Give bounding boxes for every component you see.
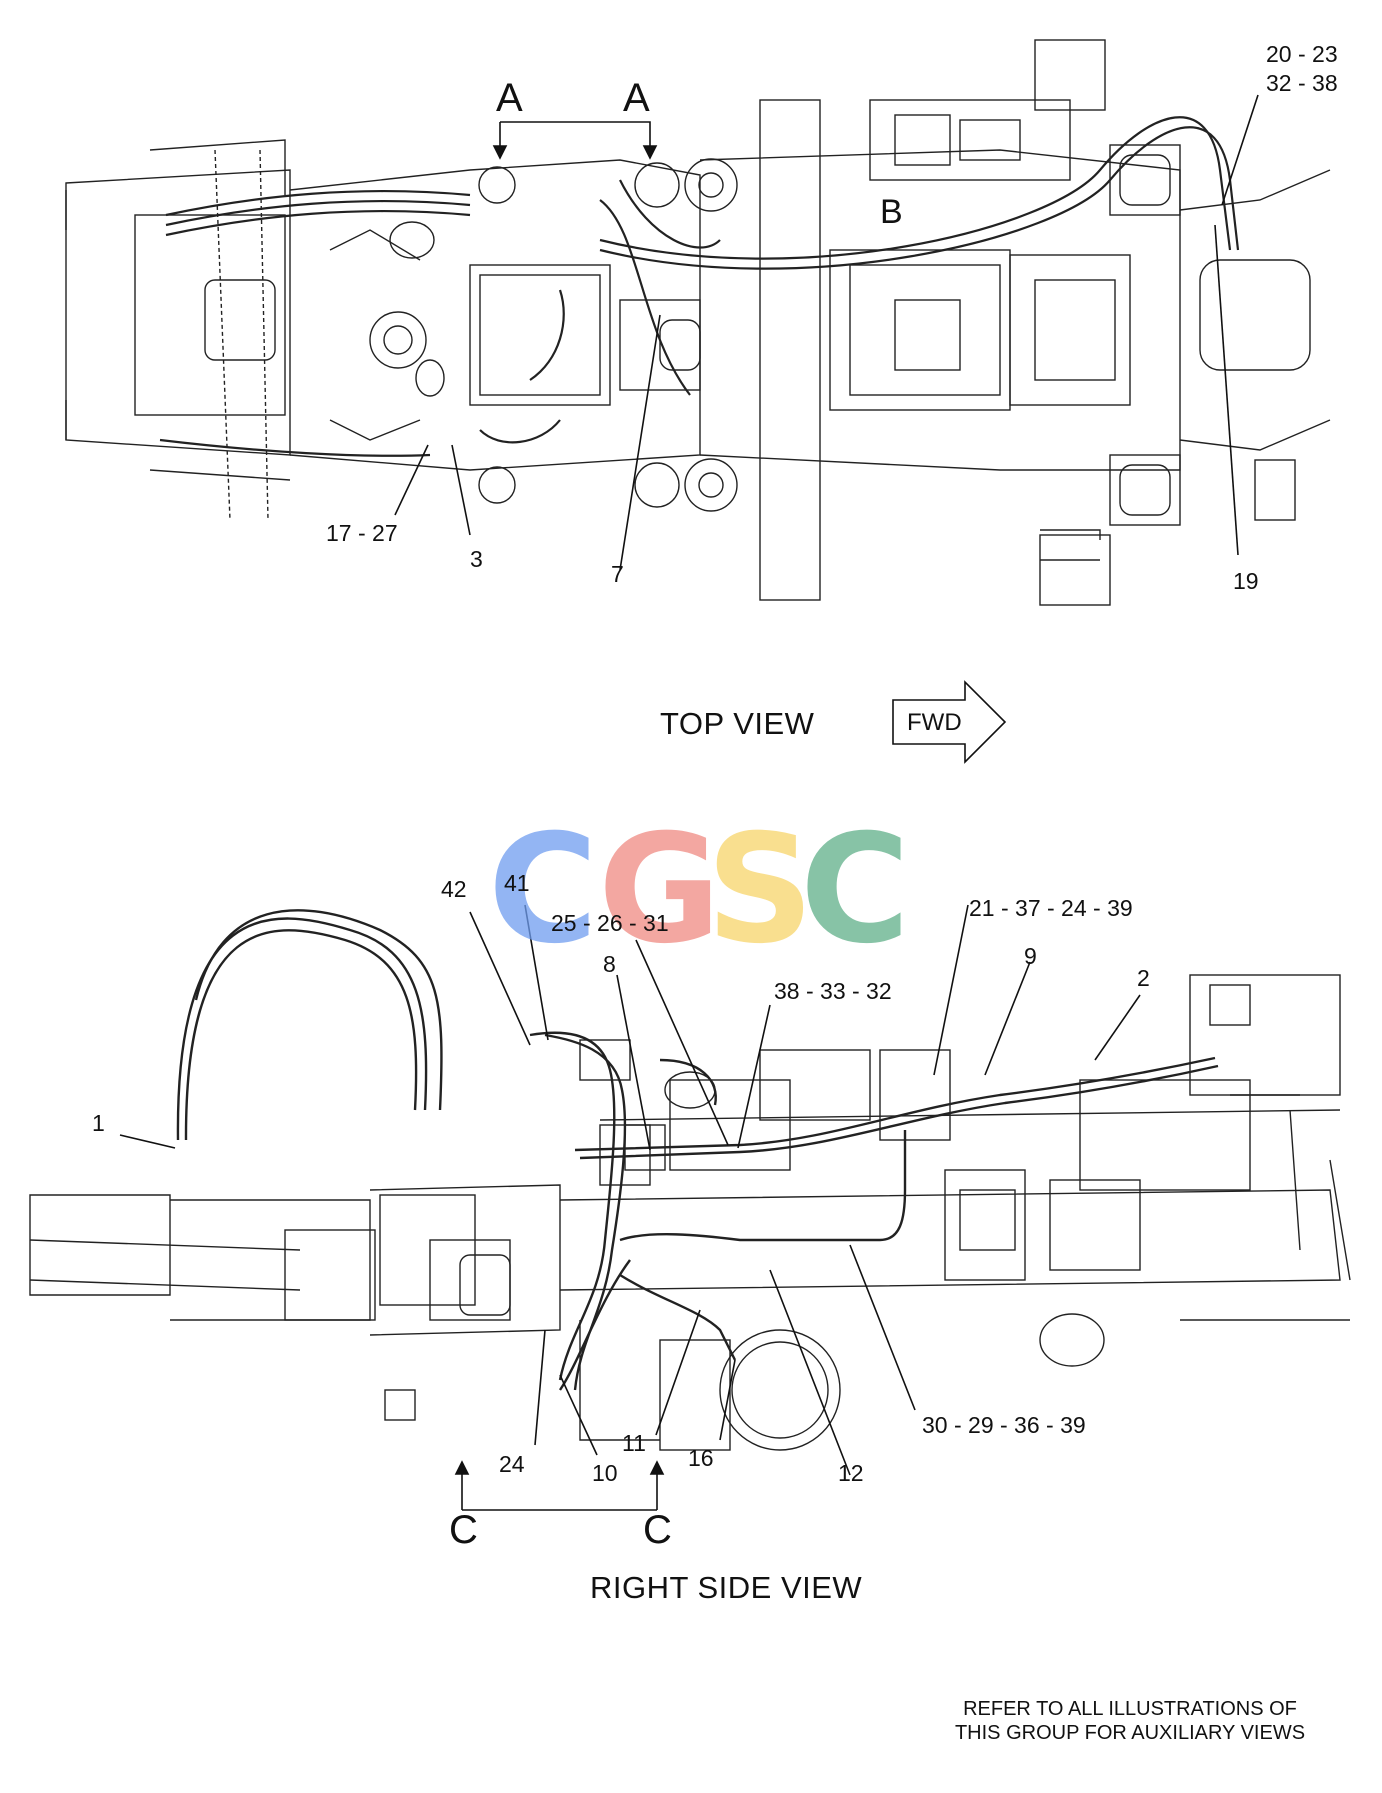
watermark-letter-1: C xyxy=(488,803,599,977)
callout-3: 3 xyxy=(470,546,483,572)
callout-1: 1 xyxy=(92,1110,105,1136)
section-a-left-label: A xyxy=(496,76,523,120)
callout-8: 8 xyxy=(603,951,616,977)
callout-38-33-32: 38 - 33 - 32 xyxy=(774,978,892,1004)
callout-11: 11 xyxy=(622,1430,646,1456)
section-b-label: B xyxy=(880,193,903,231)
watermark-letter-4: C xyxy=(800,803,911,977)
callout-20-23: 20 - 23 xyxy=(1266,41,1338,67)
fwd-label: FWD xyxy=(907,709,962,736)
callout-25-26-31: 25 - 26 - 31 xyxy=(551,910,669,936)
section-a-right-label: A xyxy=(623,76,650,120)
callout-17-27: 17 - 27 xyxy=(326,520,398,546)
fwd-arrow xyxy=(892,680,1007,764)
callout-16: 16 xyxy=(688,1445,714,1471)
section-c-right-label: C xyxy=(643,1508,672,1552)
callout-10: 10 xyxy=(592,1460,618,1486)
callout-32-38: 32 - 38 xyxy=(1266,70,1338,96)
callout-19: 19 xyxy=(1233,568,1259,594)
footnote-line-2: THIS GROUP FOR AUXILIARY VIEWS xyxy=(954,1722,1306,1744)
footnote-line-1: REFER TO ALL ILLUSTRATIONS OF xyxy=(963,1698,1297,1720)
watermark-letter-2: G xyxy=(598,803,722,977)
callout-30-29-36-39: 30 - 29 - 36 - 39 xyxy=(922,1412,1086,1438)
callout-9: 9 xyxy=(1024,943,1037,969)
footnote: REFER TO ALL ILLUSTRATIONS OF THIS GROUP… xyxy=(930,1697,1330,1745)
callout-7: 7 xyxy=(611,561,624,587)
callout-12: 12 xyxy=(838,1460,864,1486)
watermark-letter-3: S xyxy=(706,803,815,977)
callout-24: 24 xyxy=(499,1451,525,1477)
callout-42: 42 xyxy=(441,876,467,902)
callout-21-37-24-39: 21 - 37 - 24 - 39 xyxy=(969,895,1133,921)
callout-2: 2 xyxy=(1137,965,1150,991)
right-side-view-title: RIGHT SIDE VIEW xyxy=(590,1570,863,1605)
section-c-left-label: C xyxy=(449,1508,478,1552)
top-view-title: TOP VIEW xyxy=(660,706,815,741)
callout-41: 41 xyxy=(504,870,530,896)
